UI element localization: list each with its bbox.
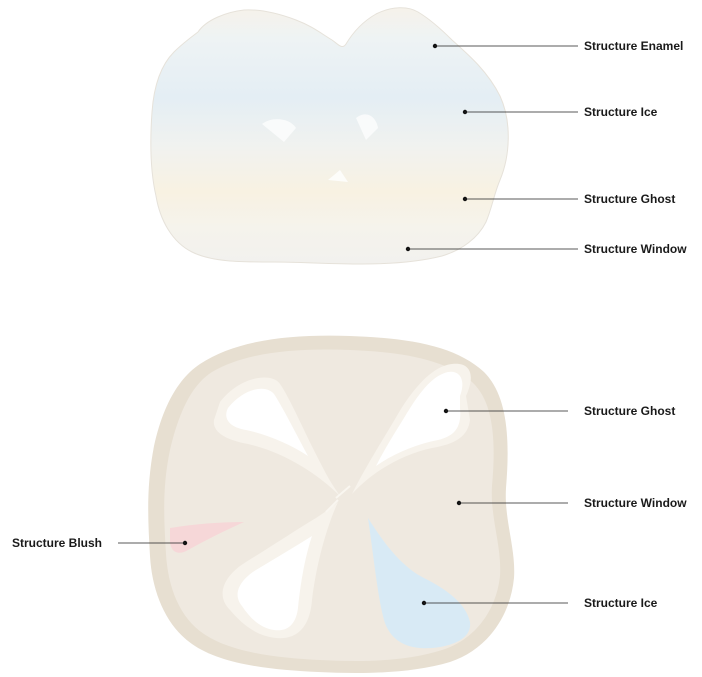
- top-callout-enamel: Structure Enamel: [433, 39, 684, 53]
- label-structure-blush-bottom: Structure Blush: [12, 536, 102, 550]
- label-structure-ice-bottom: Structure Ice: [584, 596, 658, 610]
- label-structure-ghost-bottom: Structure Ghost: [584, 404, 675, 418]
- label-structure-window-bottom: Structure Window: [584, 496, 687, 510]
- label-structure-enamel-top: Structure Enamel: [584, 39, 683, 53]
- label-structure-ghost-top: Structure Ghost: [584, 192, 675, 206]
- label-structure-window-top: Structure Window: [584, 242, 687, 256]
- label-structure-ice-top: Structure Ice: [584, 105, 658, 119]
